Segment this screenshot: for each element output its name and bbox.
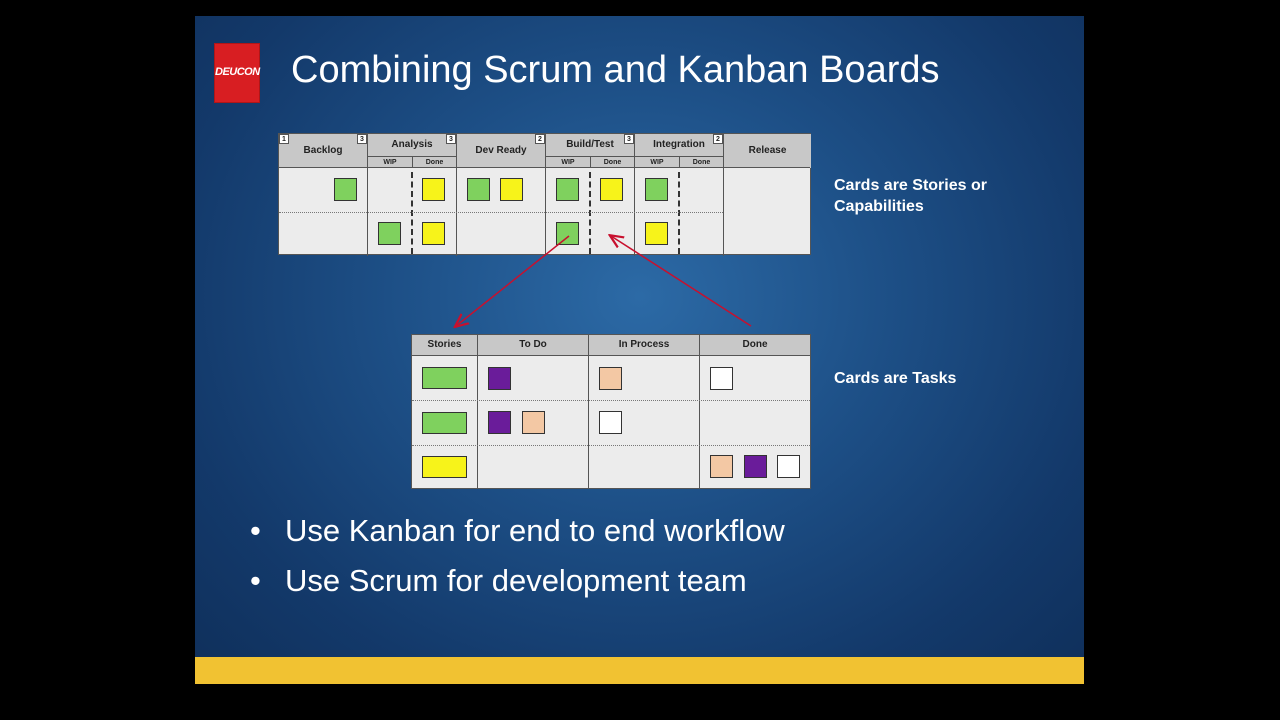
kanban-note-line2: Capabilities xyxy=(834,198,924,215)
footer-bar xyxy=(195,657,1084,684)
arrow-to-kanban xyxy=(611,236,752,327)
story-card[interactable] xyxy=(556,222,579,245)
divider xyxy=(477,356,478,489)
arrow-to-scrum xyxy=(456,235,570,326)
task-card[interactable] xyxy=(522,411,545,434)
column-done: Done xyxy=(700,335,810,356)
task-card[interactable] xyxy=(488,411,511,434)
scrum-note: Cards are Tasks xyxy=(834,370,957,387)
divider xyxy=(699,356,700,489)
column-in-process: In Process xyxy=(589,335,700,356)
backlog-label: Backlog xyxy=(303,145,343,156)
devready-limit: 2 xyxy=(535,134,545,144)
column-backlog: 1 3 Backlog xyxy=(279,134,368,168)
task-card[interactable] xyxy=(744,455,767,478)
story-card[interactable] xyxy=(378,222,401,245)
kanban-note: Cards are Stories or Capabilities xyxy=(834,175,987,217)
wip-done-divider xyxy=(589,172,591,254)
story-card[interactable] xyxy=(422,456,467,478)
row-divider xyxy=(412,400,810,401)
logo-text: DEUCON xyxy=(215,66,260,78)
bullet-text: Use Kanban for end to end workflow xyxy=(285,513,785,548)
column-build-test: 3 Build/Test xyxy=(546,134,635,168)
story-card[interactable] xyxy=(422,412,467,434)
slide-title: Combining Scrum and Kanban Boards xyxy=(291,49,940,91)
devready-label: Dev Ready xyxy=(475,145,527,156)
header-divider xyxy=(412,355,810,356)
backlog-limit-left: 1 xyxy=(279,134,289,144)
column-todo: To Do xyxy=(478,335,589,356)
task-card[interactable] xyxy=(710,455,733,478)
task-card[interactable] xyxy=(777,455,800,478)
backlog-limit-right: 3 xyxy=(357,134,367,144)
row-divider xyxy=(412,445,810,446)
deucon-logo: DEUCON xyxy=(214,43,260,103)
integration-limit: 2 xyxy=(713,134,723,144)
divider xyxy=(588,356,589,489)
story-card[interactable] xyxy=(467,178,490,201)
column-release: Release xyxy=(724,134,811,168)
done-label: Done xyxy=(742,339,768,350)
story-card[interactable] xyxy=(556,178,579,201)
story-card[interactable] xyxy=(500,178,523,201)
task-card[interactable] xyxy=(710,367,733,390)
slide: DEUCON Combining Scrum and Kanban Boards… xyxy=(195,16,1084,684)
bullet-text: Use Scrum for development team xyxy=(285,563,747,598)
task-card[interactable] xyxy=(599,367,622,390)
story-card[interactable] xyxy=(645,222,668,245)
buildtest-done: Done xyxy=(591,156,635,168)
integration-done: Done xyxy=(680,156,724,168)
bullet-marker: • xyxy=(250,513,261,548)
todo-label: To Do xyxy=(519,339,547,350)
column-stories: Stories xyxy=(412,335,478,356)
buildtest-limit: 3 xyxy=(624,134,634,144)
row-divider xyxy=(279,212,723,213)
bullet-marker: • xyxy=(250,563,261,598)
story-card[interactable] xyxy=(422,222,445,245)
analysis-wip: WIP xyxy=(368,156,413,168)
story-card[interactable] xyxy=(422,367,467,389)
stories-label: Stories xyxy=(427,339,462,350)
release-label: Release xyxy=(748,145,787,156)
integration-label: Integration xyxy=(653,139,705,150)
story-card[interactable] xyxy=(600,178,623,201)
inprocess-label: In Process xyxy=(618,339,670,350)
task-card[interactable] xyxy=(488,367,511,390)
kanban-note-line1: Cards are Stories or xyxy=(834,177,987,194)
story-card[interactable] xyxy=(334,178,357,201)
header-divider xyxy=(279,167,810,168)
flow-arrows xyxy=(195,16,752,684)
analysis-done: Done xyxy=(413,156,457,168)
analysis-limit: 3 xyxy=(446,134,456,144)
bullet-item: • Use Kanban for end to end workflow xyxy=(250,513,785,563)
kanban-board: 1 3 Backlog 3 Analysis WIP Done 2 Dev Re… xyxy=(278,133,811,256)
bullet-list: • Use Kanban for end to end workflow • Use… xyxy=(250,513,785,613)
scrum-board: Stories To Do In Process Done xyxy=(411,334,811,489)
story-card[interactable] xyxy=(645,178,668,201)
task-card[interactable] xyxy=(599,411,622,434)
buildtest-label: Build/Test xyxy=(566,139,614,150)
divider xyxy=(723,168,724,256)
bullet-item: • Use Scrum for development team xyxy=(250,563,785,613)
wip-done-divider xyxy=(411,172,413,254)
wip-done-divider xyxy=(678,172,680,254)
column-dev-ready: 2 Dev Ready xyxy=(457,134,546,168)
integration-wip: WIP xyxy=(635,156,680,168)
story-card[interactable] xyxy=(422,178,445,201)
analysis-label: Analysis xyxy=(391,139,433,150)
buildtest-wip: WIP xyxy=(546,156,591,168)
